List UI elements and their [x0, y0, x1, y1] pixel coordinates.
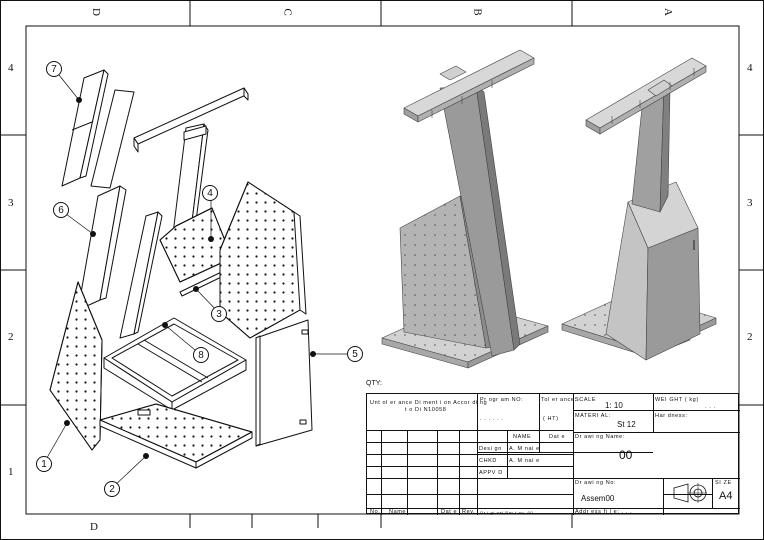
- part-8-frame: [103, 317, 247, 411]
- balloon-4: 4: [202, 185, 218, 201]
- program-no-value: . . . . . .: [480, 416, 504, 422]
- balloon-7: 7: [46, 61, 62, 77]
- address-file: Addr ess fi l e: . . .: [575, 509, 633, 515]
- projection-symbol-icon: [673, 483, 707, 503]
- exploded-assembly-view: [49, 69, 313, 469]
- size-label: SI ZE: [715, 480, 732, 486]
- balloon-6: 6: [53, 202, 69, 218]
- shaded-view-2: [561, 57, 717, 361]
- part-7-plate: [90, 89, 135, 189]
- title-block: Unt ol er ance Di ment i on Accor di ng …: [366, 393, 740, 515]
- tolerance-value: ( HT): [543, 416, 559, 422]
- drawing-no-value: Assem00: [581, 494, 615, 503]
- zone-label-left-2: 2: [8, 331, 14, 343]
- zone-label-top-c: C: [281, 8, 294, 16]
- size-value: A4: [719, 490, 733, 502]
- date-header: Dat e: [549, 434, 566, 440]
- zone-label-top-b: B: [471, 8, 484, 16]
- scale-value: 1: 10: [605, 401, 623, 410]
- qty-label: QTY:: [366, 380, 382, 387]
- original-part-no: Or i gi nal Par t no. 00: [480, 510, 534, 515]
- cross-bar: [133, 87, 249, 153]
- shaded-view-1: [381, 49, 549, 369]
- zone-label-top-a: A: [661, 8, 674, 16]
- drawing-no-label: Dr awi ng No:: [575, 480, 617, 486]
- part-1-left-panel: [49, 281, 103, 451]
- balloon-3: 3: [211, 306, 227, 322]
- part-5-side-panel: [255, 319, 313, 447]
- weight-value: . . .: [705, 404, 716, 410]
- zone-label-top-d: D: [89, 8, 102, 16]
- tolerance-label: Tol er ance:: [541, 397, 577, 403]
- rev-date-header: Dat e: [441, 509, 458, 515]
- design-name: A. M nai e: [509, 446, 540, 452]
- name-header: NAME: [513, 434, 532, 440]
- upright-post: [171, 123, 209, 243]
- rev-name-header: Name: [389, 509, 407, 515]
- material-label: MATERI AL:: [575, 413, 611, 419]
- program-no-label: Pr ogr am NO:: [480, 397, 524, 403]
- rev-no-header: No.: [370, 509, 381, 515]
- tolerance-note-line-1: Unt ol er ance Di ment i on Accor di ng: [370, 400, 488, 406]
- zone-label-bottom-d: D: [90, 521, 98, 533]
- zone-label-left-4: 4: [8, 62, 14, 74]
- chkd-label: CHKD: [479, 458, 497, 464]
- balloon-8: 8: [193, 347, 209, 363]
- right-perforated-panel: [219, 181, 307, 339]
- zone-label-left-1: 1: [8, 466, 14, 478]
- zone-label-left-3: 3: [8, 197, 14, 209]
- balloon-1: 1: [36, 456, 52, 472]
- zone-label-right-2: 2: [747, 331, 753, 343]
- tolerance-note-line-2: t o Di N10058: [405, 407, 447, 413]
- drawing-name-value: 00: [619, 448, 633, 462]
- balloon-5: 5: [347, 346, 363, 362]
- chkd-name: A. M nai e: [509, 458, 540, 464]
- appvd-label: APPV D: [479, 470, 503, 476]
- front-column: [119, 211, 163, 339]
- zone-label-right-3: 3: [747, 197, 753, 209]
- zone-label-right-4: 4: [747, 62, 753, 74]
- balloon-2: 2: [104, 481, 120, 497]
- design-label: Desi gn: [479, 446, 502, 452]
- scale-label: SCALE: [575, 397, 597, 403]
- part-7-top-channel: [61, 69, 109, 187]
- part-6-side-channel: [77, 185, 127, 311]
- part-4-bracket: [159, 207, 233, 283]
- hardness-label: Har dness:: [655, 413, 688, 419]
- material-value: St 12: [617, 420, 636, 429]
- part-2-base-plate: [99, 403, 253, 469]
- drawing-name-label: Dr awi ng Name:: [575, 434, 625, 440]
- rev-rev-header: Rev.: [462, 509, 476, 515]
- leader-dots: [64, 97, 316, 459]
- weight-label: WEI GHT ( kg): [655, 397, 699, 403]
